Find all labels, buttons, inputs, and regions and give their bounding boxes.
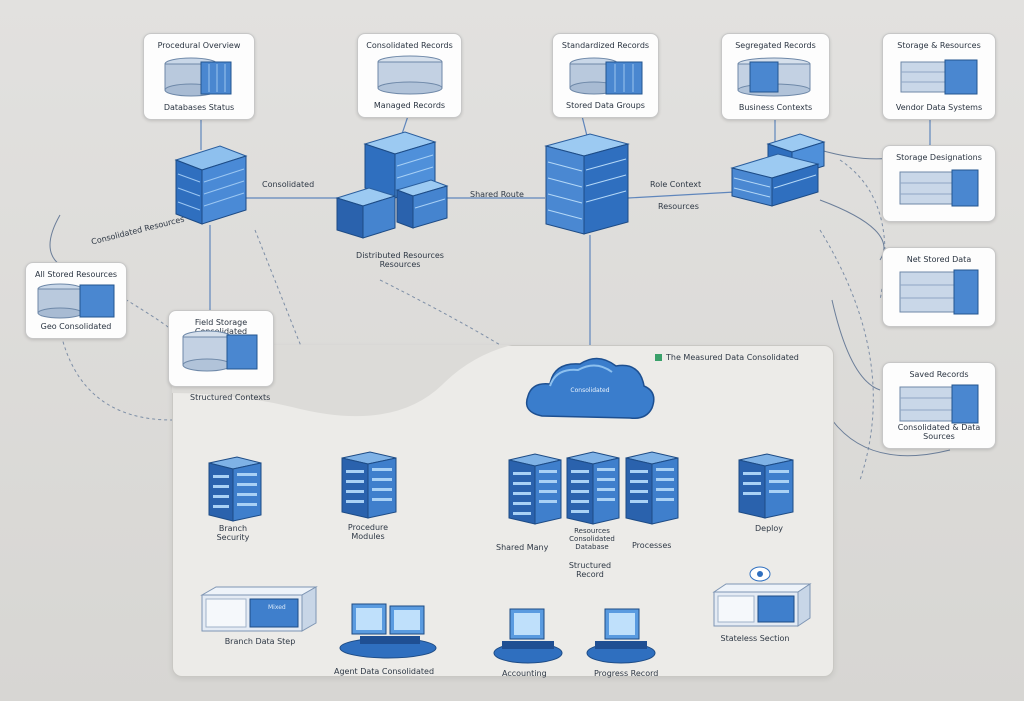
label-line: Distributed Resources [356,251,444,260]
rack-server-c [508,453,562,525]
storage-array-icon [899,269,979,315]
storage-card-10[interactable]: Field Storage Consolidated [168,310,274,387]
panel-title-text: The Measured Data Consolidated [666,353,799,362]
card-title: Consolidated Records [366,41,453,50]
label-workstation-mid: Accounting [502,669,547,678]
card-title: Procedural Overview [157,41,241,50]
rack-server-f [738,453,794,519]
card-subtitle: Databases Status [163,103,235,112]
label-line: Branch [218,524,248,533]
server-rack-icon [730,133,826,207]
storage-array-icon [569,57,642,95]
server-stack-icon [544,133,630,235]
storage-appliance-right [712,583,812,627]
label-storage-contexts: Structured Contexts [190,393,271,402]
card-title: All Stored Resources [34,270,118,279]
storage-card-7[interactable]: Net Stored Data [882,247,996,327]
workstation-left [339,603,437,659]
card-title: Saved Records [909,370,969,379]
storage-card-9[interactable]: All Stored Resources Geo Consolidated [25,262,127,339]
label-line: Modules [351,532,385,541]
label-line: Structured [568,561,612,570]
card-title: Standardized Records [561,41,650,50]
card-subtitle: Business Contexts [738,103,813,112]
label-consolidated: Consolidated [262,180,315,189]
storage-array-icon [182,330,258,372]
label-line: Resources [574,527,610,535]
storage-card-4[interactable]: Segregated Records Business Contexts [721,33,830,120]
card-subtitle: Stored Data Groups [566,101,645,110]
label-line: Security [216,533,250,542]
server-tower-icon [174,145,248,225]
label-rack-a: Branch Security [198,524,268,542]
card-subtitle: Geo Consolidated [40,322,112,331]
label-appliance-right: Stateless Section [720,634,790,643]
storage-array-icon [900,59,978,95]
label-shared-route: Shared Route [470,190,524,199]
card-title: Storage & Resources [897,41,981,50]
panel-title: The Measured Data Consolidated [655,353,799,362]
label-rack-c: Shared Many [496,543,549,552]
card-subtitle: Managed Records [373,101,446,110]
cloud-label: Consolidated [570,387,610,394]
storage-card-3[interactable]: Standardized Records Stored Data Groups [552,33,659,118]
storage-card-1[interactable]: Procedural Overview Databases Status [143,33,255,120]
label-rack-d: Resources Consolidated Database [562,527,622,551]
label-distributed-resources: Distributed Resources Resources [345,251,455,269]
workstation-right [586,608,656,664]
label-resources: Resources [658,202,699,211]
label-rack-b: Procedure Modules [332,523,404,541]
connector-node-icon [749,566,771,582]
label-line: Resources [379,260,421,269]
label-role-context: Role Context [650,180,702,189]
card-title: Net Stored Data [906,255,972,264]
cloud-icon [525,357,655,420]
card-title: Segregated Records [735,41,816,50]
storage-array-icon [377,55,442,95]
label-line: Procedure [347,523,389,532]
storage-array-icon [899,169,979,207]
storage-array-icon [737,57,810,97]
appliance-left-tag: Mixed [268,604,286,611]
label-workstation-right: Progress Record [594,669,659,678]
server-cluster-icon [335,131,449,239]
label-appliance-left: Branch Data Step [224,637,296,646]
rack-server-a [208,456,262,522]
storage-appliance-left [200,586,318,632]
label-line: Record [576,570,604,579]
storage-array-icon [164,57,232,97]
rack-server-e [625,451,679,525]
storage-array-icon [899,384,979,424]
card-title: Storage Designations [896,153,982,162]
label-line: Consolidated [569,535,615,543]
label-mid: Structured Record [560,561,620,579]
card-title: Field Storage Consolidated [194,318,248,336]
rack-server-d [566,451,620,525]
storage-card-2[interactable]: Consolidated Records Managed Records [357,33,462,118]
card-subtitle: Consolidated & Data Sources [897,423,981,441]
workstation-mid [493,608,563,664]
storage-array-icon [37,283,115,319]
label-workstation-left: Agent Data Consolidated [334,667,435,676]
card-subtitle: Vendor Data Systems [895,103,983,112]
label-line: Database [575,543,609,551]
storage-card-8[interactable]: Saved Records Consolidated & Data Source… [882,362,996,449]
storage-card-5[interactable]: Storage & Resources Vendor Data Systems [882,33,996,120]
label-rack-e: Processes [632,541,672,550]
storage-card-6[interactable]: Storage Designations [882,145,996,222]
label-rack-f: Deploy [755,524,784,533]
rack-server-b [341,451,397,519]
panel-title-marker [655,354,662,361]
